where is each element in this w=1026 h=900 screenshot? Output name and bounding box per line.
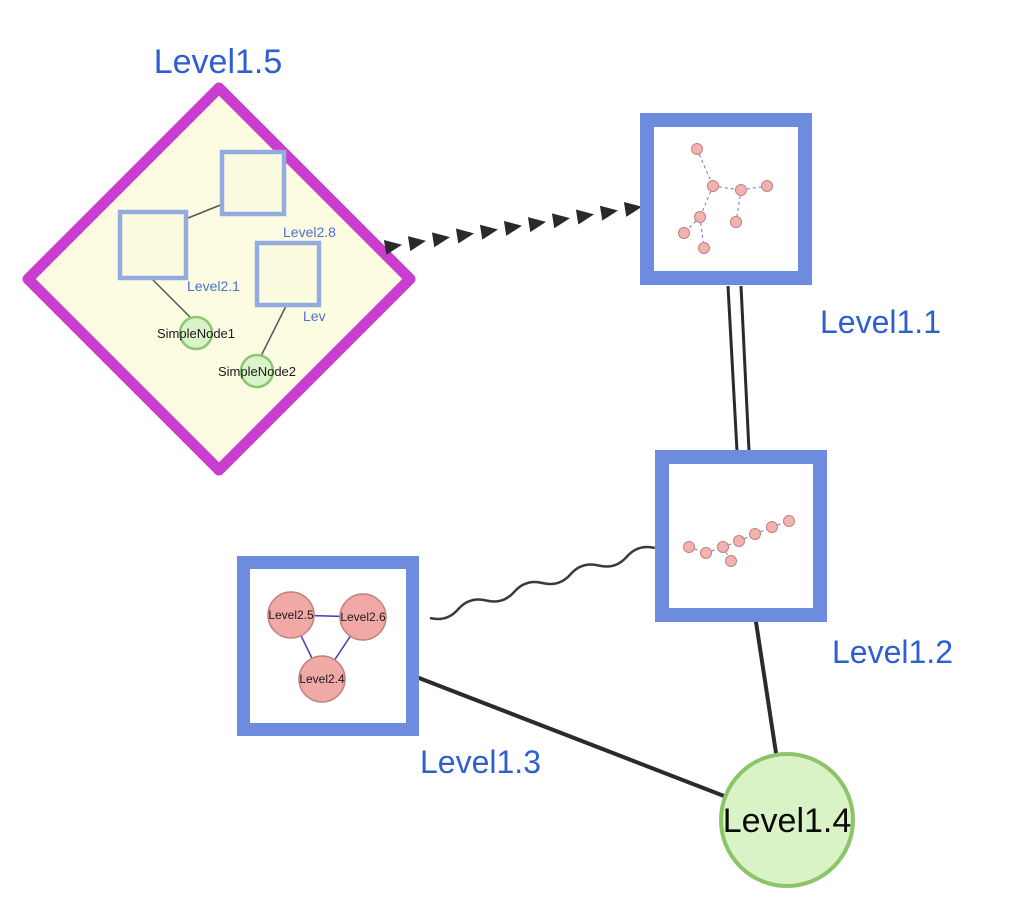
node-simplenode2[interactable]	[239, 353, 275, 389]
subnode[interactable]	[678, 227, 690, 239]
node-simplenode2-label: SimpleNode2	[218, 364, 296, 379]
subnode[interactable]	[761, 180, 773, 192]
node-level1-4-label: Level1.4	[723, 802, 852, 840]
node-simplenode1[interactable]	[178, 315, 214, 351]
inner-graph: Level2.5 Level2.6 Level2.4	[267, 591, 387, 703]
node-level2-1[interactable]	[117, 209, 189, 281]
node-simplenode1-label: SimpleNode1	[157, 326, 235, 341]
node-level2-4[interactable]	[298, 655, 346, 703]
node-level1-1-label: Level1.1	[820, 304, 941, 340]
node-level2-5[interactable]	[267, 591, 315, 639]
subnode[interactable]	[725, 555, 737, 567]
node-level2-5-label: Level2.5	[268, 608, 314, 622]
subnode[interactable]	[749, 528, 761, 540]
inner-edge[interactable]	[712, 185, 742, 191]
subnode[interactable]	[694, 211, 706, 223]
node-level1-5-label: Level1.5	[154, 43, 283, 81]
group-frame[interactable]	[655, 450, 827, 622]
subnode[interactable]	[735, 184, 747, 196]
edge-level13-level12-wavy[interactable]	[429, 545, 656, 621]
inner-edge[interactable]	[260, 305, 287, 357]
node-level1-4[interactable]: Level1.4	[719, 752, 855, 888]
node-level2-4-label: Level2.4	[299, 672, 345, 686]
inner-graph	[683, 515, 795, 567]
group-frame[interactable]	[640, 113, 812, 285]
node-level1-2-label: Level1.2	[832, 634, 953, 670]
node-level2-6[interactable]	[339, 593, 387, 641]
group-frame[interactable]	[237, 556, 419, 736]
node-level1-2-group[interactable]	[655, 450, 827, 622]
subnode[interactable]	[698, 242, 710, 254]
edge-level11-level12-double[interactable]	[726, 285, 751, 452]
node-level1-4-shape[interactable]	[719, 752, 855, 888]
node-level2-8[interactable]	[219, 149, 287, 217]
subnode[interactable]	[683, 541, 695, 553]
edge-level12-level14[interactable]	[754, 620, 778, 755]
inner-graph	[678, 143, 773, 254]
node-level1-3-group[interactable]: Level2.5 Level2.6 Level2.4	[237, 556, 419, 736]
node-level2-8-label: Level2.8	[283, 224, 336, 240]
edge-line[interactable]	[739, 285, 751, 452]
subnode[interactable]	[733, 535, 745, 547]
edge-level13-level14[interactable]	[417, 676, 726, 798]
node-level2-1-label: Level2.1	[187, 278, 240, 294]
node-level1-3-label: Level1.3	[420, 744, 541, 780]
node-level1-1-group[interactable]	[640, 113, 812, 285]
subnode[interactable]	[783, 515, 795, 527]
inner-edge[interactable]	[182, 203, 224, 221]
inner-edge[interactable]	[151, 278, 192, 319]
edge-line[interactable]	[726, 285, 739, 452]
subnode[interactable]	[707, 180, 719, 192]
node-lev[interactable]	[254, 240, 322, 308]
subnode[interactable]	[691, 143, 703, 155]
edge-level15-level11-dashed-arrow[interactable]	[383, 201, 643, 255]
node-level1-5-group[interactable]: Level2.8 Level2.1 Lev SimpleNode1 Simple…	[22, 82, 416, 476]
inner-edge[interactable]	[740, 185, 768, 191]
diamond-shape[interactable]	[22, 82, 416, 476]
subnode[interactable]	[700, 547, 712, 559]
node-lev-label: Lev	[303, 308, 326, 324]
node-level2-6-label: Level2.6	[340, 610, 386, 624]
subnode[interactable]	[730, 216, 742, 228]
subnode[interactable]	[766, 521, 778, 533]
inner-edge[interactable]	[696, 148, 714, 187]
subnode[interactable]	[717, 541, 729, 553]
